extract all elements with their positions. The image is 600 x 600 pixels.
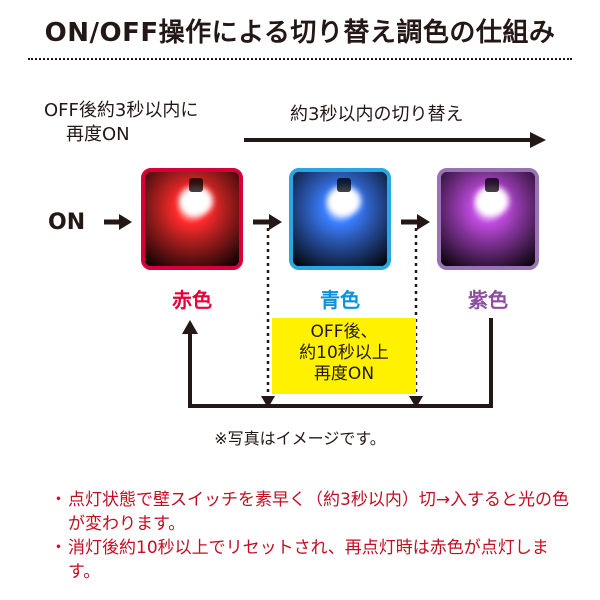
bullet-mark: ・ bbox=[50, 490, 67, 510]
blue-to-purple-arrow-head bbox=[417, 214, 430, 230]
note-text: 消灯後約10秒以上でリセットされ、再点灯時は赤色が点灯します。 bbox=[68, 538, 549, 582]
purple-light-photo bbox=[437, 168, 539, 270]
off-within-3s-label-line1: OFF後約3秒以内に bbox=[44, 100, 199, 121]
red-light-photo bbox=[141, 168, 243, 270]
title-divider bbox=[28, 58, 572, 60]
note-item: ・ 消灯後約10秒以上でリセットされ、再点灯時は赤色が点灯します。 bbox=[50, 536, 580, 584]
return-loop-line bbox=[188, 318, 493, 408]
purple-color-label: 紫色 bbox=[468, 288, 508, 312]
reset-dotted-arrowhead-left bbox=[261, 396, 275, 408]
switch-within-3s-label: 約3秒以内の切り替え bbox=[290, 104, 464, 125]
notes-list: ・ 点灯状態で壁スイッチを素早く（約3秒以内）切→入すると光の色が変わります。 … bbox=[50, 488, 580, 584]
on-arrow-head bbox=[119, 214, 132, 230]
reset-note-line: 再度ON bbox=[313, 364, 375, 384]
blue-light-photo bbox=[289, 168, 391, 270]
red-to-blue-arrow-head bbox=[269, 214, 282, 230]
reset-note-line: OFF後、 bbox=[310, 322, 378, 342]
off-within-3s-label-line2: 再度ON bbox=[66, 124, 130, 145]
red-color-label: 赤色 bbox=[172, 288, 212, 312]
blue-color-label: 青色 bbox=[320, 288, 360, 312]
bullet-mark: ・ bbox=[50, 538, 67, 558]
reset-dotted-arrowhead-right bbox=[409, 396, 423, 408]
image-disclaimer: ※写真はイメージです。 bbox=[214, 429, 386, 448]
reset-note-line: 約10秒以上 bbox=[299, 343, 389, 363]
on-label: ON bbox=[48, 210, 86, 235]
top-long-arrow-head bbox=[530, 132, 546, 148]
diagram-title: ON/OFF操作による切り替え調色の仕組み bbox=[44, 18, 556, 48]
note-text: 点灯状態で壁スイッチを素早く（約3秒以内）切→入すると光の色が変わります。 bbox=[68, 490, 570, 534]
note-item: ・ 点灯状態で壁スイッチを素早く（約3秒以内）切→入すると光の色が変わります。 bbox=[50, 488, 580, 536]
return-loop-arrowhead bbox=[182, 320, 198, 334]
reset-note-box: OFF後、 約10秒以上 再度ON bbox=[272, 318, 416, 394]
